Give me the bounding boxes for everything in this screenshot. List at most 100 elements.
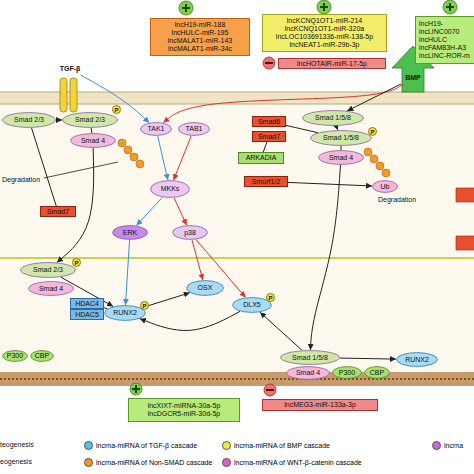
promote-icon <box>130 383 142 395</box>
protein-ellipse: Smad 4 <box>286 366 330 380</box>
inhibitor-box <box>456 236 474 250</box>
node-text: CBP <box>35 352 49 360</box>
signal-connector <box>125 240 129 305</box>
legend-item: lncrna-miRNA of Non-SMAD cascade <box>84 458 212 467</box>
kinase-ellipse: TAB1 <box>178 122 210 136</box>
ellipse-shape <box>365 367 390 379</box>
kinase-ellipse: p38 <box>172 225 208 240</box>
node-text: lncKCNQ1OT1-miR-320a <box>285 25 364 33</box>
mirna-box: lncMEG3-miR-133a-3p <box>262 399 378 411</box>
node-text: lncHULC <box>419 36 447 44</box>
node-text: Smad7 <box>47 208 69 216</box>
ligand-label: TGF-β <box>50 63 90 75</box>
node-text: DLX5 <box>243 301 261 309</box>
ellipse-shape <box>187 281 224 296</box>
signal-connector <box>347 84 401 111</box>
ellipse-shape <box>141 123 172 136</box>
node-text: lncNEAT1-miR-29b-3p <box>290 41 360 49</box>
node-text: lncHULC-miR-195 <box>172 29 229 37</box>
cytoplasm <box>0 104 474 372</box>
phospho-marker: P <box>140 301 149 310</box>
kinase-ellipse: MKKs <box>150 180 190 198</box>
legend-text: lncrna-miRNA of BMP cascade <box>234 441 330 450</box>
ellipse-shape <box>113 226 148 240</box>
node-text: Smad 2/3 <box>14 116 44 124</box>
promote-icon <box>443 0 457 14</box>
ellipse-shape <box>31 351 54 362</box>
node-text: TAK1 <box>148 125 165 133</box>
tgf-receptor <box>70 78 77 112</box>
signal-connector <box>336 126 338 130</box>
node-text: P300 <box>339 369 355 377</box>
node-text: OSX <box>198 284 213 292</box>
node-text: Ub <box>381 183 390 191</box>
coactivator-ellipse: P300 <box>332 366 362 379</box>
legend-text: lncrna-miRNA of TGF-β cascade <box>96 441 197 450</box>
signal-connector <box>91 128 93 133</box>
node-text: lncMEG3-miR-133a-3p <box>284 401 356 409</box>
ellipse-shape <box>333 367 362 379</box>
ubiquitin-ellipse: Ub <box>372 180 398 193</box>
ellipse-shape <box>373 181 398 193</box>
node-text: lncLINC0070 <box>419 28 459 36</box>
node-text: lncDGCR5-miR-30d-5p <box>148 410 220 418</box>
node-text: HDAC4 <box>75 300 99 308</box>
coactivator-ellipse: CBP <box>364 366 390 379</box>
annotation-text: Degradation <box>2 176 40 184</box>
signal-connector <box>140 311 240 330</box>
node-text: p38 <box>184 229 196 237</box>
coactivator-ellipse: P300 <box>2 350 28 362</box>
inhibit-icon <box>263 57 275 69</box>
legend-text: lncrna-miRNA of Non-SMAD cascade <box>96 458 212 467</box>
mirna-box: lncKCNQ1OT1-miR-214lncKCNQ1OT1-miR-320a l… <box>262 14 387 52</box>
promote-icon <box>317 0 331 14</box>
ellipse-shape <box>173 226 208 240</box>
node-text: lncFAM83H-A3 <box>419 44 466 52</box>
node-text: RUNX2 <box>113 309 137 317</box>
ellipse-shape <box>319 151 364 165</box>
mirna-box: lncH19-miR-188lncHULC-miR-195lncMALAT1-m… <box>150 18 250 56</box>
protein-ellipse: Smad 2/3 <box>2 112 56 128</box>
node-text: Smad 1/5/8 <box>292 354 328 362</box>
node-text: P300 <box>7 352 23 360</box>
signal-connector <box>32 128 57 206</box>
legend-text: lncrna-miRNA of WNT-β-catenin cascade <box>234 458 362 467</box>
legend-swatch <box>222 441 231 450</box>
ellipse-shape <box>303 111 364 126</box>
signal-connector <box>174 198 187 225</box>
ellipse-shape <box>397 353 438 367</box>
promote-icon <box>179 1 193 15</box>
regulator-box: ARKADIA <box>238 152 284 164</box>
kinase-ellipse: TAK1 <box>140 122 172 136</box>
hdac-box: HDAC4 <box>70 298 104 309</box>
legend-swatch <box>222 458 231 467</box>
node-text: lncHOTAIR-miR-17-5p <box>297 60 367 68</box>
hdac-box: HDAC5 <box>70 309 104 320</box>
inhibitor-box: Smurf1/2 <box>244 176 288 187</box>
signal-connector <box>174 136 192 180</box>
node-text: MKKs <box>161 185 180 193</box>
transcription-factor: OSX <box>186 280 224 296</box>
protein-ellipse: Smad 4 <box>70 133 116 148</box>
node-text: lncKCNQ1OT1-miR-214 <box>287 17 362 25</box>
ellipse-shape <box>179 123 210 136</box>
ellipse-shape <box>233 298 272 313</box>
node-text: lncXIXT-miRNA-30a-5p <box>148 402 221 410</box>
legend-text: lncrna <box>444 441 463 450</box>
node-text: Smad 4 <box>329 154 353 162</box>
inhibitor-box <box>456 188 474 202</box>
legend-swatch <box>84 441 93 450</box>
dna-pattern <box>0 378 474 380</box>
compartment-line <box>0 257 474 259</box>
node-text: ERK <box>123 229 137 237</box>
node-text: Smad7 <box>258 133 280 141</box>
ellipse-shape <box>311 131 372 146</box>
signal-connector <box>340 358 396 359</box>
tgf-receptor <box>60 78 67 112</box>
legend-item: lncrna <box>432 441 463 450</box>
ellipse-shape <box>287 367 330 380</box>
dna-band <box>0 372 474 386</box>
node-text: TGF-β <box>60 65 81 73</box>
signal-connector <box>341 146 342 150</box>
